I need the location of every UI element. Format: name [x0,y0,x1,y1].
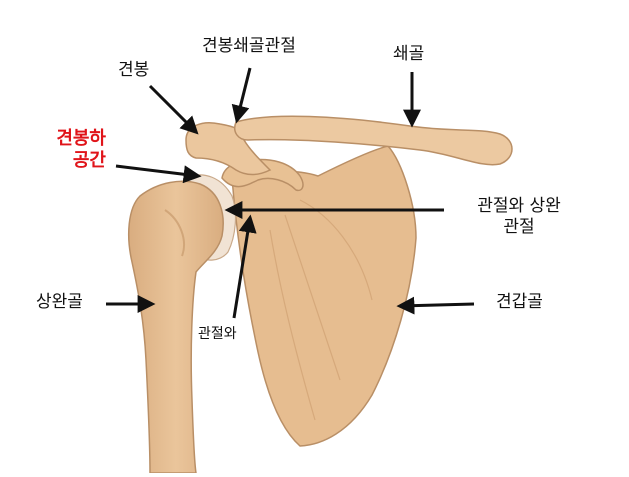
label-acromion: 견봉 [118,60,150,80]
label-subacromial-line1: 견봉하 [56,128,106,149]
label-subacromial-space: 견봉하 공간 [40,128,106,172]
label-clavicle: 쇄골 [393,44,425,64]
clavicle-bone [234,115,513,166]
label-glenohumeral-line1: 관절와 상완 [477,196,561,216]
label-glenohumeral-joint: 관절와 상완 관절 [460,196,578,238]
arrow-acromion [148,84,199,135]
humerus-bone [127,180,224,474]
acromion-bone [185,122,272,176]
arrow-scapula [396,296,475,315]
arrow-subacromial-space [115,164,202,184]
scapula-bone [231,145,417,447]
label-ac-joint: 견봉쇄골관절 [202,36,296,56]
label-glenoid: 관절와 [198,326,237,342]
label-humerus: 상완골 [36,292,83,312]
label-glenohumeral-line2: 관절 [503,217,535,237]
arrow-ac-joint [231,67,252,124]
label-subacromial-line2: 공간 [72,150,106,171]
label-scapula: 견갑골 [496,292,543,312]
arrow-glenoid [232,214,257,319]
